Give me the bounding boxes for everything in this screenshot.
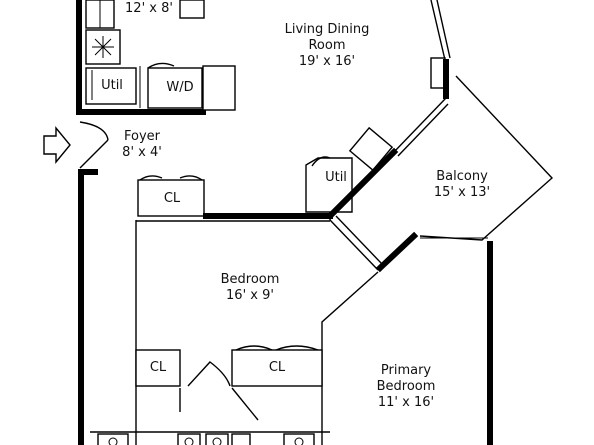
util-closet-kitchen (85, 67, 137, 105)
primary-bedroom: Primary Bedroom 11' x 16' (321, 241, 493, 445)
hall-area: CL Util (137, 97, 449, 221)
closet-1 (137, 179, 205, 217)
balcony-dim: 15' x 13' (434, 185, 490, 200)
living-dining-dim: 19' x 16' (299, 54, 355, 69)
kitchen-area: Util W/D 12' x 8' (76, 0, 236, 115)
bath-fixtures (90, 431, 330, 445)
door-swing-icon (187, 361, 231, 387)
util-closet-hall (305, 157, 353, 213)
column (430, 57, 446, 89)
sink-icon (97, 433, 129, 445)
washer-dryer-label: W/D (166, 80, 193, 95)
balcony-name: Balcony (436, 169, 488, 184)
kitchen-dim: 12' x 8' (125, 1, 173, 16)
foyer-name: Foyer (124, 129, 161, 144)
foyer: Foyer 8' x 4' (43, 121, 162, 445)
balcony: Balcony 15' x 13' (329, 75, 554, 273)
primary-name-1: Primary (381, 363, 432, 378)
toilet (231, 433, 251, 445)
closet-3-label: CL (269, 360, 286, 375)
closet-1-label: CL (164, 191, 181, 206)
closet-2 (135, 349, 181, 387)
door-swing-icon (147, 62, 175, 69)
foyer-dim: 8' x 4' (122, 145, 162, 160)
entry-arrow-icon (43, 126, 71, 164)
sink-icon (177, 433, 201, 445)
bedroom-dim: 16' x 9' (226, 288, 274, 303)
door-swing-icon (79, 121, 109, 141)
sink-icon (283, 433, 315, 445)
washer-dryer (147, 67, 203, 109)
sink-icon (205, 433, 229, 445)
living-dining-room: Living Dining Room 19' x 16' (285, 0, 451, 99)
closet-2-label: CL (150, 360, 167, 375)
bedroom-name: Bedroom (221, 272, 280, 287)
living-dining-name-1: Living Dining (285, 22, 370, 37)
living-dining-name-2: Room (308, 38, 345, 53)
storage-box (348, 126, 394, 172)
util-kitchen-label: Util (101, 78, 123, 93)
fridge (179, 0, 205, 19)
kitchen-counter (202, 65, 236, 111)
primary-name-2: Bedroom (377, 379, 436, 394)
cooktop-icon (85, 29, 121, 65)
bedroom: Bedroom 16' x 9' CL CL (135, 220, 379, 445)
util-hall-label: Util (325, 170, 347, 185)
closet-3 (231, 349, 323, 387)
primary-dim: 11' x 16' (378, 395, 434, 410)
